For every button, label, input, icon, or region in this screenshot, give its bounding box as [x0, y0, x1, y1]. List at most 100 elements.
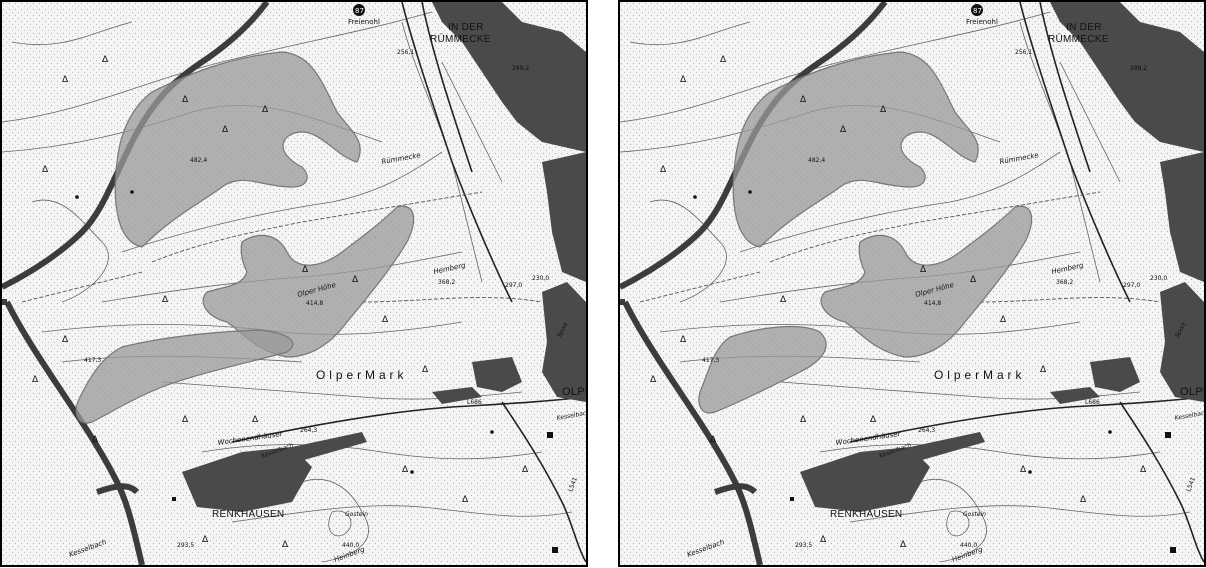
built-up-areas — [800, 2, 1204, 512]
label-olpe: OLPE — [1180, 386, 1204, 398]
zone-centre — [202, 205, 415, 358]
svg-text:Δ: Δ — [920, 265, 927, 275]
svg-text:Δ: Δ — [522, 465, 529, 475]
svg-text:Δ: Δ — [970, 275, 977, 285]
label-road-l541: L541 — [1185, 476, 1197, 492]
zone-south-west — [75, 329, 294, 424]
svg-text:Δ: Δ — [422, 365, 429, 375]
label-freienohl: Freienohl — [966, 18, 998, 26]
zone-centre — [820, 205, 1033, 358]
svg-text:Δ: Δ — [800, 415, 807, 425]
route-number: 87 — [973, 7, 982, 15]
spot-height-5: 297,0 — [1123, 282, 1140, 289]
spot-height-10: 293,5 — [177, 542, 194, 549]
spot-height-6: 230,0 — [1150, 275, 1167, 282]
spot-height-3: 482,4 — [808, 157, 825, 164]
svg-text:Δ: Δ — [720, 55, 727, 65]
point-markers — [693, 190, 1176, 553]
spot-height-7: 414,8 — [306, 300, 323, 307]
road-network — [231, 2, 586, 563]
spot-height-7: 414,8 — [924, 300, 941, 307]
svg-text:Δ: Δ — [282, 540, 289, 550]
label-gostein: Gostein — [345, 511, 368, 518]
svg-text:Δ: Δ — [262, 105, 269, 115]
route-marker-icon — [353, 4, 365, 16]
svg-text:Δ: Δ — [382, 315, 389, 325]
map-labels: 87 Freienohl IN DER RÜMMECKE 256,1 289,2… — [68, 4, 586, 564]
label-road-l686: L686 — [467, 399, 482, 406]
road-network — [849, 2, 1204, 563]
svg-text:Δ: Δ — [252, 415, 259, 425]
spot-height-1: 256,1 — [1015, 49, 1032, 56]
svg-text:Δ: Δ — [1020, 465, 1027, 475]
svg-text:Δ: Δ — [302, 265, 309, 275]
svg-text:Δ: Δ — [162, 295, 169, 305]
svg-text:Δ: Δ — [800, 95, 807, 105]
svg-text:Δ: Δ — [402, 465, 409, 475]
shaded-zones — [75, 51, 415, 424]
spot-height-9: 264,3 — [918, 427, 935, 434]
svg-text:Δ: Δ — [62, 335, 69, 345]
svg-text:Δ: Δ — [820, 535, 827, 545]
svg-text:Δ: Δ — [102, 55, 109, 65]
svg-text:Δ: Δ — [1000, 315, 1007, 325]
label-in-der: IN DER — [1066, 22, 1102, 33]
label-olper-mark: O l p e r M a r k — [934, 368, 1022, 382]
svg-text:Δ: Δ — [1080, 495, 1087, 505]
spot-height-1: 256,1 — [397, 49, 414, 56]
label-olpe: OLPE — [562, 386, 586, 398]
spot-height-4: 368,2 — [438, 279, 455, 286]
svg-text:Δ: Δ — [840, 125, 847, 135]
label-in-der: IN DER — [448, 22, 484, 33]
svg-text:Δ: Δ — [870, 415, 877, 425]
route-marker-icon — [971, 4, 983, 16]
spot-height-5: 297,0 — [505, 282, 522, 289]
spot-height-4: 368,2 — [1056, 279, 1073, 286]
spot-height-3: 482,4 — [190, 157, 207, 164]
svg-text:Δ: Δ — [650, 375, 657, 385]
svg-text:Δ: Δ — [92, 435, 99, 445]
svg-text:Δ: Δ — [880, 105, 887, 115]
spot-height-8: 417,3 — [702, 357, 719, 364]
svg-text:Δ: Δ — [352, 275, 359, 285]
svg-text:Δ: Δ — [222, 125, 229, 135]
label-olper-mark: O l p e r M a r k — [316, 368, 404, 382]
svg-text:Δ: Δ — [182, 95, 189, 105]
built-up-areas — [182, 2, 586, 512]
label-ruemmecke: RÜMMECKE — [430, 33, 491, 45]
spot-height-8: 417,3 — [84, 357, 101, 364]
svg-text:Δ: Δ — [900, 540, 907, 550]
path-lines — [639, 191, 1161, 303]
point-markers — [75, 190, 558, 553]
label-freienohl: Freienohl — [348, 18, 380, 26]
svg-text:Δ: Δ — [1140, 465, 1147, 475]
svg-text:Δ: Δ — [202, 535, 209, 545]
spot-height-9: 264,3 — [300, 427, 317, 434]
label-road-l541: L541 — [567, 476, 579, 492]
zone-north — [114, 51, 361, 248]
spot-height-11: 440,0 — [342, 542, 359, 549]
label-road-l686: L686 — [1085, 399, 1100, 406]
svg-text:Δ: Δ — [42, 165, 49, 175]
label-renkhausen: RENKHAUSEN — [212, 509, 284, 520]
svg-text:Δ: Δ — [182, 415, 189, 425]
svg-text:Δ: Δ — [62, 75, 69, 85]
svg-text:Δ: Δ — [780, 295, 787, 305]
spot-height-11: 440,0 — [960, 542, 977, 549]
spot-height-2: 289,2 — [512, 65, 529, 72]
svg-text:Δ: Δ — [462, 495, 469, 505]
route-number: 87 — [355, 7, 364, 15]
svg-text:Δ: Δ — [680, 75, 687, 85]
spot-height-6: 230,0 — [532, 275, 549, 282]
zone-north — [732, 51, 979, 248]
label-ruemmecke: RÜMMECKE — [1048, 33, 1109, 45]
svg-text:Δ: Δ — [1040, 365, 1047, 375]
shaded-zones — [698, 51, 1033, 414]
svg-text:Δ: Δ — [660, 165, 667, 175]
